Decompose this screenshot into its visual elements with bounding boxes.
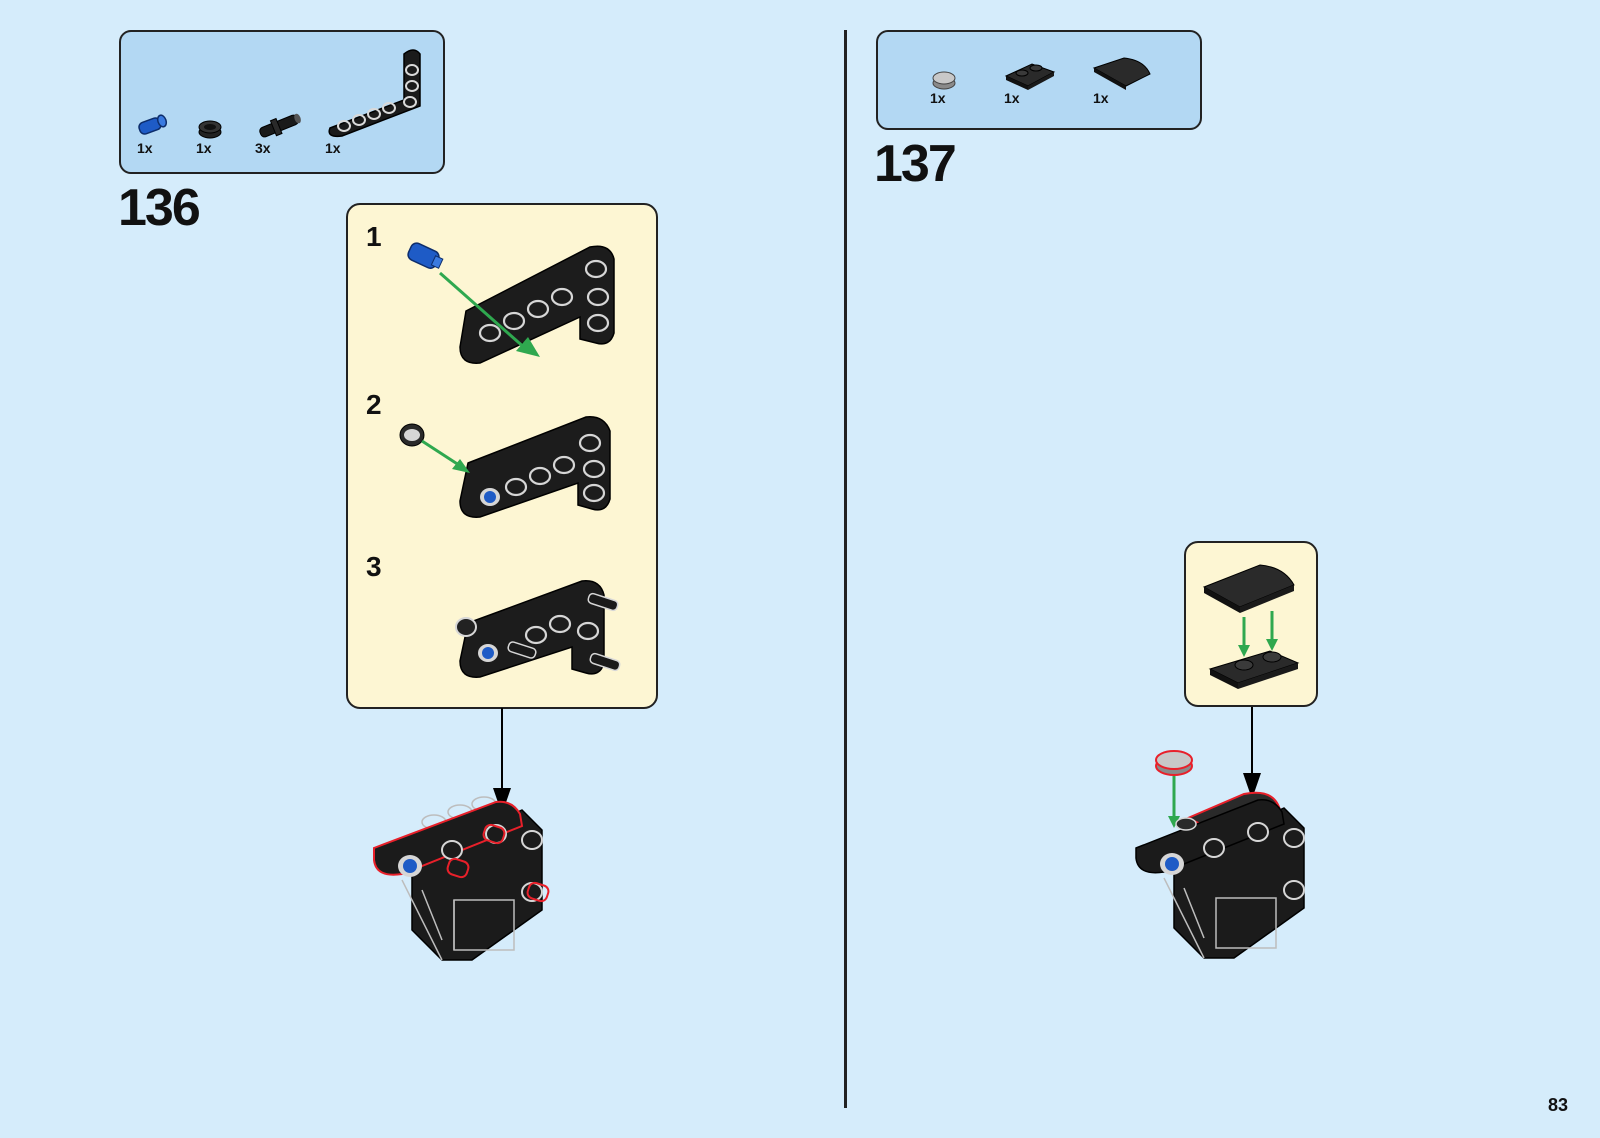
substep-illustration [1200, 561, 1304, 691]
parts-list-136: 1x 1x 3x 1x [119, 30, 445, 174]
part-qty: 1x [325, 140, 341, 156]
parts-list-137: 1x 1x 1x [876, 30, 1202, 130]
page-divider [844, 30, 847, 1108]
part-qty: 1x [1004, 90, 1020, 106]
substep-number: 1 [366, 221, 382, 253]
assembly-136-illustration [372, 800, 572, 970]
curved-slope-icon [1090, 56, 1154, 92]
page-number: 83 [1548, 1095, 1568, 1116]
part-qty: 3x [255, 140, 271, 156]
blue-axle-pin-icon [135, 110, 175, 140]
step-number: 136 [118, 178, 199, 238]
substep-box: 1 2 3 [346, 203, 658, 709]
l-beam-icon [324, 46, 434, 138]
part-qty: 1x [1093, 90, 1109, 106]
part-qty: 1x [137, 140, 153, 156]
substep-number: 3 [366, 551, 382, 583]
substep-1-illustration [404, 239, 644, 379]
part-qty: 1x [930, 90, 946, 106]
substep-2-illustration [398, 413, 648, 523]
black-friction-pin-icon [255, 112, 303, 140]
round-bush-icon [196, 118, 226, 140]
substep-3-illustration [448, 577, 648, 687]
substep-box [1184, 541, 1318, 707]
plate-1x2-icon [1002, 58, 1058, 92]
substep-number: 2 [366, 389, 382, 421]
step-number: 137 [874, 134, 955, 194]
assembly-137-illustration [1134, 748, 1334, 964]
part-qty: 1x [196, 140, 212, 156]
round-tile-icon [930, 68, 960, 92]
